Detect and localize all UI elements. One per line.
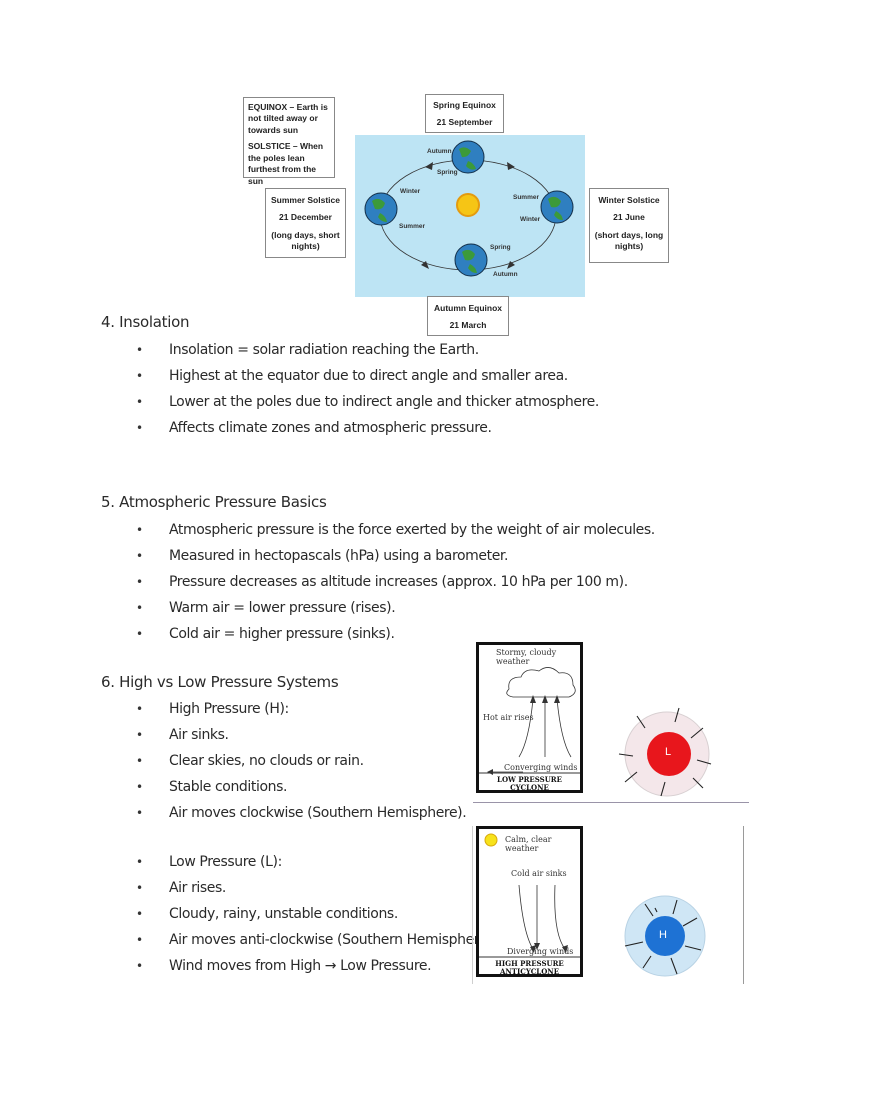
high-pressure-top-label: Calm, clear weather bbox=[505, 835, 552, 853]
summer-solstice-box: Summer Solstice 21 December (long days, … bbox=[265, 188, 346, 258]
orbit-arrow-bottom-right bbox=[507, 261, 515, 269]
low-pressure-letter: L bbox=[665, 746, 672, 758]
bullet-icon: • bbox=[136, 881, 143, 895]
earth-right-icon bbox=[540, 190, 574, 224]
bullet-icon: • bbox=[136, 806, 143, 820]
orbit-word-spring-top: Spring bbox=[437, 169, 458, 176]
sinking-air-left bbox=[518, 884, 534, 950]
low-pressure-graphic bbox=[479, 667, 580, 775]
cyclone-caption: CYCLONE bbox=[510, 783, 549, 792]
arrowhead bbox=[530, 945, 536, 953]
arrowhead bbox=[530, 695, 536, 703]
bullet-icon: • bbox=[136, 907, 143, 921]
sun-icon bbox=[456, 193, 480, 217]
bullet-icon: • bbox=[136, 421, 143, 435]
bullet-icon: • bbox=[136, 627, 143, 641]
summer-solstice-note: (long days, short nights) bbox=[271, 229, 340, 252]
spring-equinox-box: Spring Equinox 21 September bbox=[425, 94, 504, 133]
outflow-arrows bbox=[624, 899, 702, 975]
summer-solstice-title: Summer Solstice bbox=[271, 195, 340, 205]
diverging-winds-label: Diverging winds bbox=[507, 947, 574, 956]
bullet-icon: • bbox=[136, 549, 143, 563]
arrowhead bbox=[542, 695, 548, 703]
bullet-icon: • bbox=[136, 369, 143, 383]
high-pressure-core bbox=[645, 916, 685, 956]
summer-solstice-date: 21 December bbox=[279, 212, 332, 223]
bullet-icon: • bbox=[136, 728, 143, 742]
pressure-systems-heading: 6. High vs Low Pressure Systems bbox=[101, 673, 339, 691]
bullet-icon: • bbox=[136, 601, 143, 615]
bullet-icon: • bbox=[136, 702, 143, 716]
orbit-arrow-bottom bbox=[421, 261, 429, 269]
low-pressure-caption: LOW PRESSURE bbox=[497, 775, 562, 784]
spring-equinox-date: 21 September bbox=[436, 117, 493, 128]
solstice-definition: SOLSTICE – When the poles lean furthest … bbox=[248, 141, 324, 186]
arrowhead bbox=[487, 769, 493, 775]
bullet-icon: • bbox=[136, 575, 143, 589]
vertical-divider-left bbox=[472, 826, 473, 984]
bullet-icon: • bbox=[136, 933, 143, 947]
autumn-equinox-date: 21 March bbox=[449, 320, 487, 331]
divider-line bbox=[473, 802, 749, 803]
winter-solstice-note: (short days, long nights) bbox=[594, 229, 664, 252]
bullet-icon: • bbox=[136, 855, 143, 869]
bullet-icon: • bbox=[136, 343, 143, 357]
orbit-graphic bbox=[364, 140, 574, 277]
winter-solstice-box: Winter Solstice 21 June (short days, lon… bbox=[589, 188, 669, 263]
definitions-box: EQUINOX – Earth is not tilted away or to… bbox=[243, 97, 335, 186]
atmospheric-pressure-heading: 5. Atmospheric Pressure Basics bbox=[101, 493, 327, 511]
earth-bottom-icon bbox=[454, 243, 488, 277]
vertical-divider bbox=[743, 826, 744, 984]
bullet-icon: • bbox=[136, 395, 143, 409]
high-pressure-letter: H bbox=[659, 929, 667, 941]
insolation-heading: 4. Insolation bbox=[101, 313, 190, 331]
low-pressure-top-label: Stormy, cloudy weather bbox=[496, 648, 557, 666]
low-pressure-card: Stormy, cloudy weather Hot air rises Con… bbox=[476, 642, 583, 793]
spring-equinox-title: Spring Equinox bbox=[433, 100, 496, 110]
orbit-word-winter-right: Winter bbox=[520, 216, 541, 223]
bullet-icon: • bbox=[136, 959, 143, 973]
low-pressure-circle bbox=[618, 707, 712, 797]
earth-left-icon bbox=[364, 192, 398, 226]
orbit-word-summer-left: Summer bbox=[399, 223, 426, 230]
high-pressure-card: Calm, clear weather Cold air sinks Diver… bbox=[476, 826, 583, 977]
converging-winds-label: Converging winds bbox=[504, 763, 578, 772]
sun-icon bbox=[484, 833, 498, 847]
orbit-word-autumn-bottom: Autumn bbox=[493, 271, 518, 278]
rising-air-right bbox=[556, 698, 572, 758]
bullet-icon: • bbox=[136, 523, 143, 537]
bullet-icon: • bbox=[136, 754, 143, 768]
equinox-definition: EQUINOX – Earth is not tilted away or to… bbox=[248, 102, 328, 135]
autumn-equinox-box: Autumn Equinox 21 March bbox=[427, 296, 509, 336]
bullet-icon: • bbox=[136, 780, 143, 794]
winter-solstice-date: 21 June bbox=[613, 212, 645, 223]
autumn-equinox-title: Autumn Equinox bbox=[434, 303, 502, 313]
orbit-word-winter-left: Winter bbox=[400, 188, 421, 195]
anticyclone-caption: ANTICYCLONE bbox=[499, 967, 560, 976]
orbit-arrow-top-right bbox=[507, 162, 515, 170]
hot-air-label: Hot air rises bbox=[483, 713, 534, 722]
cloud-icon bbox=[506, 667, 576, 698]
arrowhead bbox=[562, 945, 568, 953]
high-pressure-caption: HIGH PRESSURE bbox=[495, 959, 564, 968]
rising-air-left bbox=[518, 698, 534, 758]
cold-air-label: Cold air sinks bbox=[511, 869, 567, 878]
inflow-arrows bbox=[618, 707, 712, 797]
winter-solstice-title: Winter Solstice bbox=[598, 195, 660, 205]
high-pressure-graphic bbox=[479, 833, 580, 958]
orbit-arrow-top bbox=[425, 162, 433, 170]
high-pressure-circle bbox=[624, 895, 706, 977]
arrowhead bbox=[534, 943, 540, 950]
orbit-word-spring-bottom: Spring bbox=[490, 244, 511, 251]
orbit-word-autumn-top: Autumn bbox=[427, 148, 452, 155]
earth-top-icon bbox=[451, 140, 485, 174]
orbit-word-summer-right: Summer bbox=[513, 194, 540, 201]
low-pressure-core bbox=[647, 732, 691, 776]
sinking-air-right bbox=[554, 884, 566, 950]
arrowhead bbox=[554, 695, 560, 703]
